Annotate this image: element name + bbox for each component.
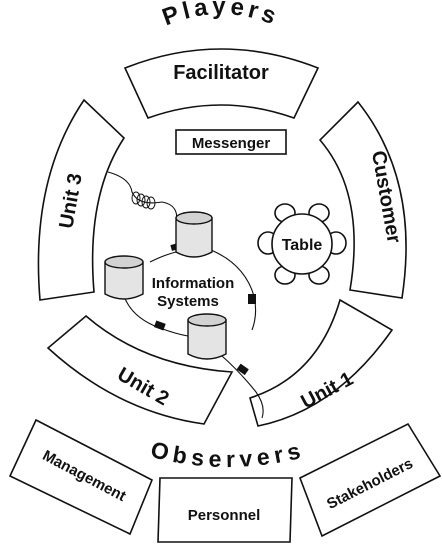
connector-icon [236,363,249,376]
personnel-box [157,477,293,543]
information-systems-label-line1: Information [152,275,235,292]
connector-icon [153,320,166,331]
cable-coil-icon [131,191,156,210]
database-cylinder-icon [175,211,213,258]
customer-segment [318,100,407,299]
connector-icon [248,294,256,304]
stakeholders-box [298,422,442,538]
information-systems-label-line2: Systems [157,293,219,310]
observers-title: Observers [148,436,307,472]
database-cylinder-icon [104,255,144,300]
messenger-label: Messenger [192,135,271,152]
table-label: Table [282,237,323,254]
personnel-label: Personnel [188,507,261,524]
unit1-segment [249,298,394,427]
facilitator-label: Facilitator [173,62,269,84]
table-circle [271,213,333,275]
table-group: Table [257,203,347,285]
messenger-box [175,129,287,155]
players-title: Players [159,0,284,31]
management-box [8,418,154,536]
unit2-segment [46,314,234,425]
database-cylinder-icon [187,313,227,360]
facilitator-segment [123,48,320,119]
unit3-segment [37,98,126,301]
